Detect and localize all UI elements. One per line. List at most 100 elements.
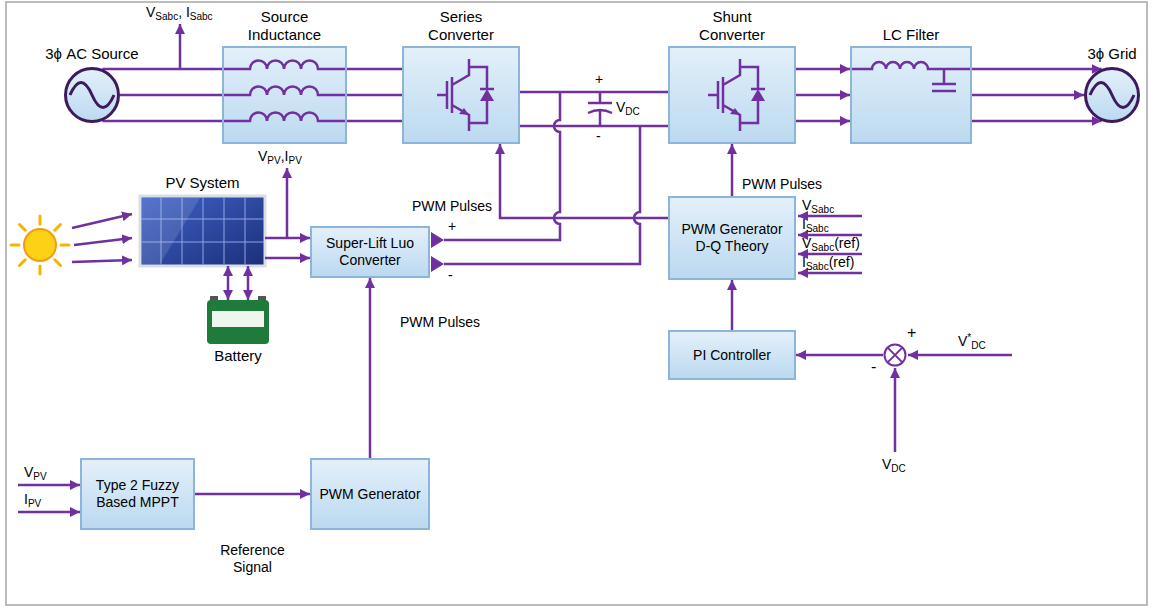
connector-line [369,278,372,458]
measurement-arrow [179,24,182,69]
pv-panel [142,198,200,264]
signal-label: I [802,254,806,270]
box-fill [222,46,972,144]
inductor-symbol [222,61,347,122]
junction-cross [888,348,903,363]
signal-label: V*DC [958,333,986,349]
light-ray [72,260,132,262]
node-text: PWM Generator [319,486,420,503]
connector [228,266,248,300]
light-ray [72,214,132,262]
connector-line [227,266,230,300]
signal-label: I [24,491,28,507]
signal-label: VSabc [802,197,834,213]
input-arrow [908,354,1012,357]
signal-label: - [596,128,601,144]
signal-label: (ref) [834,235,860,251]
pv-node: PV System [140,196,265,266]
connector-line [500,144,668,218]
node-text: + [907,325,916,341]
light-ray [74,238,132,245]
node-text: Type 2 Fuzzy Based MPPT [88,477,187,511]
edge-label: PWM Pulses [742,176,822,192]
connector-line [195,493,310,496]
node-text: 3ϕ AC Source [22,45,162,63]
connector-line [347,120,402,123]
process-box: PWM Generator D-Q Theory [668,196,796,280]
buffer-symbol [431,232,444,248]
lc-filter-symbol [850,62,972,91]
inductor-symbol [222,113,347,122]
igbt-symbol [437,59,494,131]
signal-label: + [595,71,603,87]
igbt-symbol [708,59,765,131]
process-box: Type 2 Fuzzy Based MPPT [80,458,195,530]
sun-illustration [11,216,69,274]
igbt-symbol [437,59,487,131]
battery-illustration [207,300,269,344]
signal-label: + [595,71,603,87]
node-outline [66,69,119,122]
edge-label: PWM Pulses [400,314,480,330]
signal-label: - [596,128,601,144]
sun-illustration [11,216,69,274]
node-text: PV System [133,174,273,192]
signal-label: - [448,267,453,283]
pv-panel [140,196,265,266]
node-text: Shunt Converter [682,8,782,44]
connector-line [972,94,1084,97]
signal-label: + [448,218,456,234]
signal-label: ISabc [802,216,829,232]
signal-label: Sabc [811,242,834,253]
signal-label: V [882,456,891,472]
box-fill [850,46,972,144]
connector-line [972,68,1102,71]
connector-line [796,354,883,357]
signal-label: VPV,IPV [258,148,302,164]
connector-line [120,94,222,97]
connector-line [731,144,734,196]
igbt-symbol [459,108,469,115]
node-outline [883,343,907,367]
input-arrow [894,368,897,452]
capacitor-symbol [588,92,612,126]
pv-panel [140,196,265,266]
sun-illustration [11,216,69,274]
capacitor-symbol [588,92,612,126]
signal-label: VSabc, ISabc [146,4,213,20]
frame-border [6,2,1147,605]
connector-line [102,120,222,123]
signal-label: (ref) [829,254,855,270]
signal-label: VDC [616,99,640,115]
igbt-symbol [730,108,740,115]
buffer-symbol [431,232,444,272]
box-fill [222,46,347,144]
signal-label: V [958,333,967,349]
lc-filter-symbol [932,69,956,91]
process-box: PWM Generator [310,458,430,530]
ac-symbol [70,83,114,108]
buffer-symbol [431,256,444,272]
signal-label: PV [267,155,280,166]
signal-label: DC [891,463,905,474]
signal-label: V [24,464,33,480]
node-text: LC Filter [861,26,961,44]
signal-label: Sabc [806,223,829,234]
connector [520,92,668,126]
signal-label: PV [33,471,46,482]
box-fill [668,46,796,144]
connector-line [347,94,402,97]
ac-symbol [1090,83,1134,108]
block-box: LC Filter [850,46,972,144]
connector-line [347,68,402,71]
block-box: Shunt Converter [668,46,796,144]
connector [102,69,222,121]
connector [347,69,402,121]
lc-filter-symbol [850,62,972,69]
signal-label: IPV [24,491,41,507]
node-text: PWM Generator D-Q Theory [676,221,788,255]
connector-line [972,120,1102,123]
igbt-symbol [751,89,765,101]
